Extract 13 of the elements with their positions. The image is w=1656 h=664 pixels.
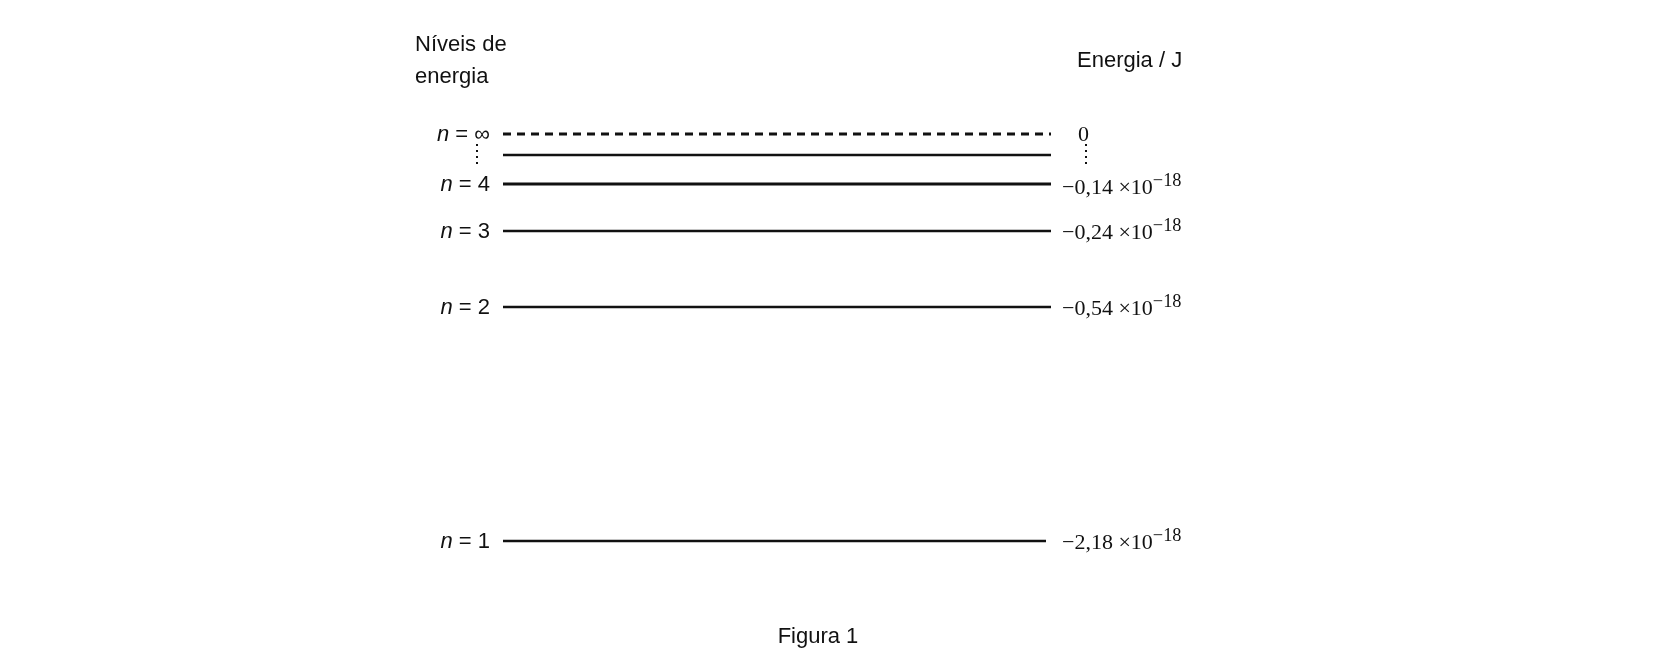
axis-heading: Energia / J	[1077, 46, 1183, 74]
figure-caption: Figura 1	[777, 622, 859, 650]
axis-heading: Níveis de energia	[415, 30, 508, 90]
energy-value: −0,24 ×10$^{−18}$	[1062, 214, 1182, 247]
level-label: n = 3	[440, 217, 490, 245]
level-label: n = 4	[440, 170, 490, 198]
level-label: n = 2	[440, 293, 490, 321]
energy-value: 0	[1078, 120, 1089, 148]
energy-value: −2,18 ×10$^{−18}$	[1062, 524, 1182, 557]
energy-value: −0,14 ×10$^{−18}$	[1062, 169, 1182, 202]
energy-value: −0,54 ×10$^{−18}$	[1062, 290, 1182, 323]
level-label: n = 1	[440, 527, 490, 555]
level-label: n = ∞	[437, 120, 490, 148]
